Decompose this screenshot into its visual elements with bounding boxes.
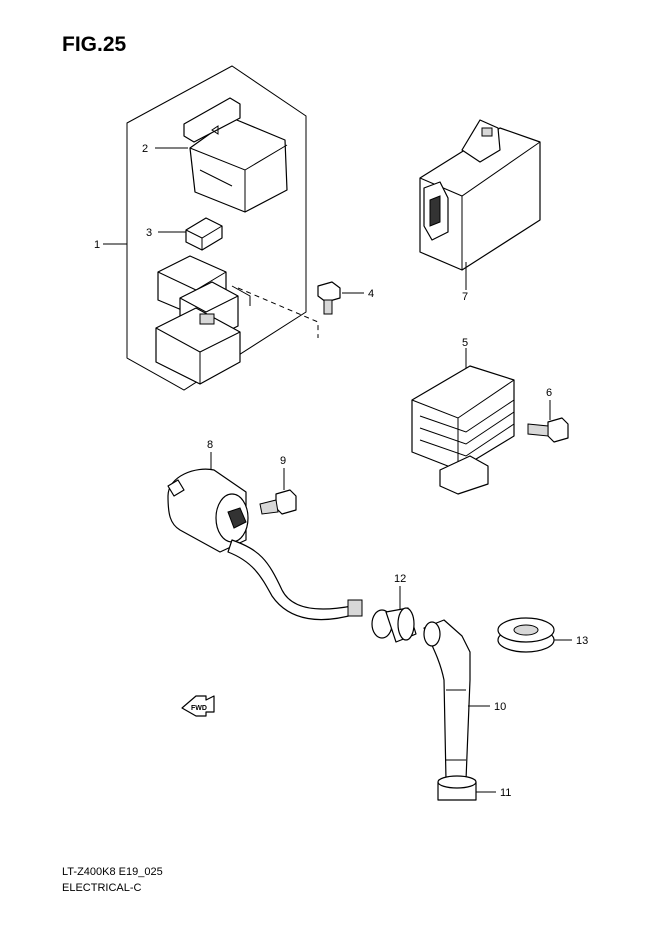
relay-cover-part[interactable] (183, 97, 288, 213)
callout-10: 10 (494, 701, 506, 713)
leader-lines (103, 147, 572, 793)
callout-4: 4 (368, 288, 374, 300)
plug-cap-part[interactable] (423, 619, 471, 781)
callout-3: 3 (146, 227, 152, 239)
bolt-6-part[interactable] (527, 417, 569, 443)
callout-7: 7 (462, 291, 468, 303)
figure-title: FIG.25 (62, 33, 127, 56)
callout-11: 11 (500, 787, 511, 799)
callout-13: 13 (576, 635, 588, 647)
assembly-group-outline (126, 65, 307, 391)
regulator-rectifier-part[interactable] (411, 365, 515, 495)
bolt-4-part[interactable] (317, 281, 341, 315)
section-name: ELECTRICAL-C (62, 882, 142, 894)
grommet-12-part[interactable] (371, 607, 417, 643)
grommet-13-part[interactable] (497, 617, 555, 653)
starter-relay-part[interactable] (155, 255, 251, 385)
model-code: LT-Z400K8 E19_025 (62, 866, 163, 878)
ignition-module-part[interactable] (419, 119, 541, 271)
callout-2: 2 (142, 143, 148, 155)
callout-12: 12 (394, 573, 406, 585)
callout-9: 9 (280, 455, 286, 467)
callout-8: 8 (207, 439, 213, 451)
callout-5: 5 (462, 337, 468, 349)
callout-6: 6 (546, 387, 552, 399)
fwd-label: FWD (191, 705, 207, 712)
fwd-direction-arrow-icon: FWD (181, 695, 215, 717)
cap-seal-part[interactable] (437, 775, 477, 801)
callout-1: 1 (94, 239, 100, 251)
assembly-leader-dashed (237, 287, 319, 338)
fuse-part[interactable] (185, 217, 223, 251)
bolt-9-part[interactable] (259, 489, 297, 515)
ignition-coil-part[interactable] (167, 468, 363, 621)
